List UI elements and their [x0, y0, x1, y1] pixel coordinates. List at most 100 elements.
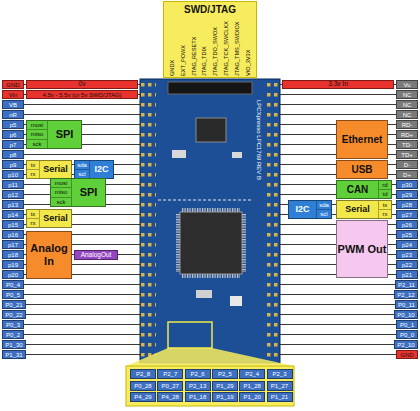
pin-name: p23	[402, 252, 412, 258]
pin-label: p12	[2, 190, 24, 199]
signal-column: txrx	[27, 210, 40, 227]
function-box: Ethernet	[336, 120, 388, 159]
component	[230, 296, 242, 306]
pin-name: NC	[403, 102, 412, 108]
signal-name: JTAG_TDIX	[202, 46, 208, 76]
pin-name: p21	[402, 272, 412, 278]
pin-label: p10	[2, 170, 24, 179]
circuit-board	[140, 79, 280, 363]
function-box: USB	[336, 160, 388, 179]
pin-label: P0_0	[396, 330, 418, 339]
pin-name: p9	[10, 162, 17, 168]
pin-name: p19	[8, 262, 18, 268]
pin-name: p25	[402, 232, 412, 238]
pin-label: p17	[2, 240, 24, 249]
leader-lines	[279, 80, 397, 360]
pin-name: p13	[8, 202, 18, 208]
pin-name: p5	[10, 122, 17, 128]
pin-label: P0_10	[394, 310, 418, 319]
pin-name: p26	[402, 222, 412, 228]
signal-name: sck	[27, 139, 47, 148]
callout-wedge	[126, 348, 294, 366]
function-name: Serial	[337, 201, 378, 218]
box-text: 3.3v In	[328, 81, 348, 88]
pin-name: p15	[8, 222, 18, 228]
pin-label: p26	[396, 220, 418, 229]
pin-name: RD+	[401, 132, 413, 138]
pin-name: p27	[402, 212, 412, 218]
signal-column: mosimisosck	[27, 121, 48, 148]
pin-name: P1_28	[244, 383, 261, 389]
signal-name: JTAG_TMS_SWDIOX	[235, 21, 241, 76]
pad-label: P1_20	[239, 392, 265, 402]
pin-label: nR	[2, 110, 24, 119]
signal-name: tx	[27, 210, 39, 218]
pin-name: NC	[403, 92, 412, 98]
function-box: PWM Out	[336, 220, 388, 278]
pin-name: Vin	[9, 92, 18, 98]
pad-label: P0_28	[130, 381, 156, 391]
pin-name: VB	[9, 102, 17, 108]
pad-label: P2_8	[130, 369, 156, 379]
pin-name: p17	[8, 242, 18, 248]
break-line	[158, 200, 252, 201]
connector-title: SWD/JTAG	[164, 5, 256, 15]
pin-name: P1_18	[189, 394, 206, 400]
function-name: CAN	[337, 181, 378, 198]
pin-name: P0_1	[400, 322, 414, 328]
function-name: I2C	[90, 161, 113, 178]
pin-name: P2_10	[397, 342, 414, 348]
function-box: txrxSerial	[26, 160, 72, 179]
chip-pins	[242, 214, 246, 272]
pin-label: p7	[2, 140, 24, 149]
pad-label: P2_4	[239, 369, 265, 379]
function-name: Serial	[40, 210, 71, 227]
pin-name: nR	[9, 112, 17, 118]
signal-column: mosimisosck	[51, 179, 72, 206]
pin-label: p19	[2, 260, 24, 269]
pin-label: p30	[396, 180, 418, 189]
function-name: Serial	[40, 161, 71, 178]
pin-name: GND	[6, 82, 19, 88]
signal-name: VIO_3V3X	[246, 50, 252, 76]
power-bar: 0v	[26, 80, 138, 89]
pin-label: D-	[396, 160, 418, 169]
pin-label: P1_30	[2, 340, 26, 349]
pin-label: TD+	[396, 150, 418, 159]
pin-label: NC	[396, 90, 418, 99]
pin-label: NC	[396, 110, 418, 119]
pin-name: P0_11	[398, 302, 415, 308]
pin-name: p24	[402, 242, 412, 248]
leader-lines	[22, 80, 141, 360]
pin-name: P0_21	[5, 302, 22, 308]
signal-column: sdascl	[75, 161, 90, 178]
signal-name: sda	[317, 201, 331, 209]
pin-name: P2_8	[136, 371, 150, 377]
box-text: 0v	[79, 81, 86, 88]
pad-label: P2_3	[267, 369, 293, 379]
signal-column: txrx	[378, 201, 391, 218]
function-box: txrxSerial	[26, 209, 72, 228]
pin-name: P1_21	[271, 394, 288, 400]
pin-label: p22	[396, 260, 418, 269]
pin-name: P1_20	[244, 394, 261, 400]
pad-label: P1_29	[212, 381, 238, 391]
pin-label: p20	[2, 270, 24, 279]
pin-name: P0_0	[400, 332, 414, 338]
power-bar: 3.3v In	[282, 80, 394, 89]
signal-name: JTAG_TDO_SWOX	[213, 27, 219, 76]
signal-name: rx	[27, 169, 39, 178]
pin-label: GND	[2, 80, 24, 89]
pin-label: P2_10	[394, 340, 418, 349]
pin-name: D-	[404, 162, 410, 168]
pin-label: P2_12	[394, 290, 418, 299]
pin-label: p27	[396, 210, 418, 219]
pin-name: p22	[402, 262, 412, 268]
signal-name: rx	[379, 209, 391, 218]
pin-name: P0_2	[6, 332, 20, 338]
signal-name: tx	[27, 161, 39, 169]
pin-label: P1_31	[2, 350, 26, 359]
function-name: I2C	[289, 201, 316, 218]
chip-pins	[182, 274, 240, 278]
pin-label: P0_11	[395, 300, 418, 309]
